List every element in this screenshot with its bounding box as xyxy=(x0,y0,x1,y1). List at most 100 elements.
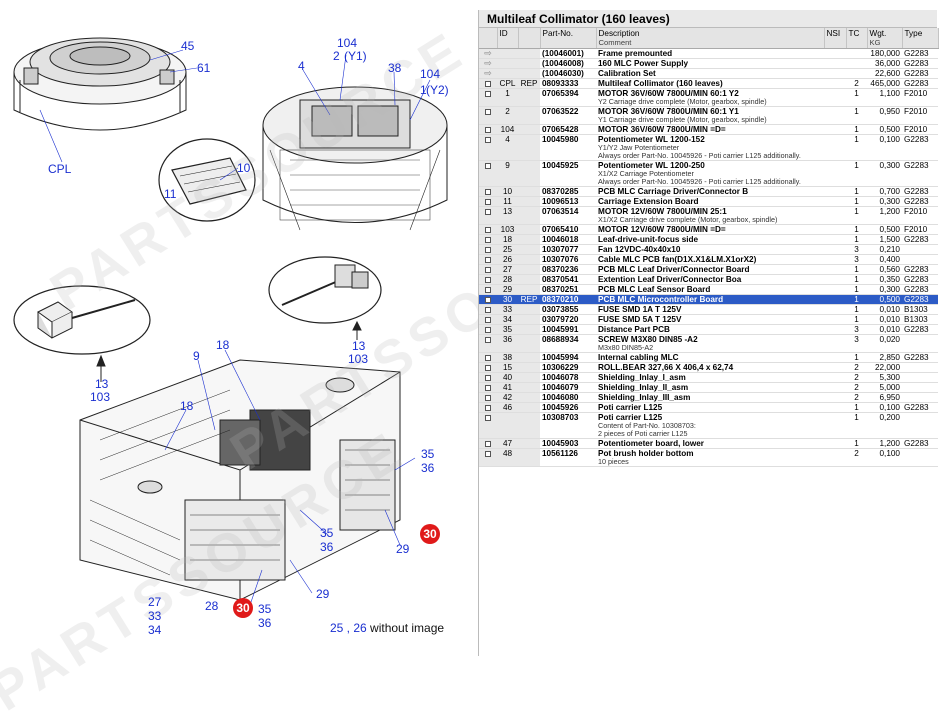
row-weight: 0,100 xyxy=(867,134,902,161)
checkbox-icon[interactable] xyxy=(485,80,491,87)
checkbox-icon[interactable] xyxy=(485,126,491,133)
col-id[interactable]: ID xyxy=(497,28,519,49)
checkbox-icon[interactable] xyxy=(485,266,491,273)
row-marker xyxy=(479,304,497,315)
checkbox-icon[interactable] xyxy=(485,326,491,333)
checkbox-icon[interactable] xyxy=(485,90,491,97)
row-tc: 1 xyxy=(846,294,867,305)
row-tc: 1 xyxy=(846,304,867,315)
checkbox-icon[interactable] xyxy=(485,354,491,361)
col-type[interactable]: Type xyxy=(902,28,939,49)
checkbox-icon[interactable] xyxy=(485,256,491,263)
row-marker xyxy=(479,382,497,393)
checkbox-icon[interactable] xyxy=(485,374,491,381)
checkbox-icon[interactable] xyxy=(485,246,491,253)
row-description: Distance Part PCB xyxy=(596,324,824,335)
checkbox-icon[interactable] xyxy=(485,384,491,391)
row-part-no: (10046030) xyxy=(540,68,596,79)
checkbox-icon[interactable] xyxy=(485,198,491,205)
row-tc: 2 xyxy=(846,392,867,403)
checkbox-icon[interactable] xyxy=(485,188,491,195)
col-nsi[interactable]: NSI xyxy=(824,28,847,49)
checkbox-icon[interactable] xyxy=(485,276,491,283)
diagram-caption: 25 , 26 without image xyxy=(330,621,444,635)
row-nsi xyxy=(824,254,846,265)
checkbox-icon[interactable] xyxy=(485,306,491,313)
checkbox-icon[interactable] xyxy=(485,364,491,371)
callout-103: 103 xyxy=(90,390,111,404)
row-nsi xyxy=(824,294,846,305)
row-tc: 1 xyxy=(846,134,867,161)
row-part-no: 08370236 xyxy=(540,264,596,275)
row-weight: 0,020 xyxy=(867,334,902,353)
col-weight[interactable]: Wgt.KG xyxy=(867,28,903,49)
checkbox-icon[interactable] xyxy=(485,440,491,447)
checkbox-icon[interactable] xyxy=(485,336,491,343)
checkbox-icon[interactable] xyxy=(485,208,491,215)
checkbox-icon[interactable] xyxy=(485,414,491,421)
col-tc[interactable]: TC xyxy=(846,28,868,49)
col-part-no[interactable]: Part-No. xyxy=(540,28,597,49)
row-weight: 0,400 xyxy=(867,254,902,265)
row-description: Fan 12VDC-40x40x10 xyxy=(596,244,824,255)
row-rep xyxy=(518,68,540,79)
row-weight: 0,010 xyxy=(867,314,902,325)
checkbox-icon[interactable] xyxy=(485,316,491,323)
checkbox-icon[interactable] xyxy=(485,162,491,169)
checkbox-icon[interactable] xyxy=(485,136,491,143)
checkbox-icon[interactable] xyxy=(485,286,491,293)
checkbox-icon[interactable] xyxy=(485,394,491,401)
row-weight: 1,200 xyxy=(867,438,902,449)
row-part-no: 03073855 xyxy=(540,304,596,315)
row-marker xyxy=(479,284,497,295)
checkbox-icon[interactable] xyxy=(485,296,491,303)
row-type: F2010 xyxy=(902,88,938,107)
checkbox-icon[interactable] xyxy=(485,450,491,457)
checkbox-icon[interactable] xyxy=(485,108,491,115)
row-id: 4 xyxy=(497,134,518,161)
row-id: 27 xyxy=(497,264,518,275)
row-rep xyxy=(518,264,540,275)
checkbox-icon[interactable] xyxy=(485,236,491,243)
checkbox-icon[interactable] xyxy=(485,226,491,233)
row-type: B1303 xyxy=(902,314,938,325)
checkbox-icon[interactable] xyxy=(485,404,491,411)
